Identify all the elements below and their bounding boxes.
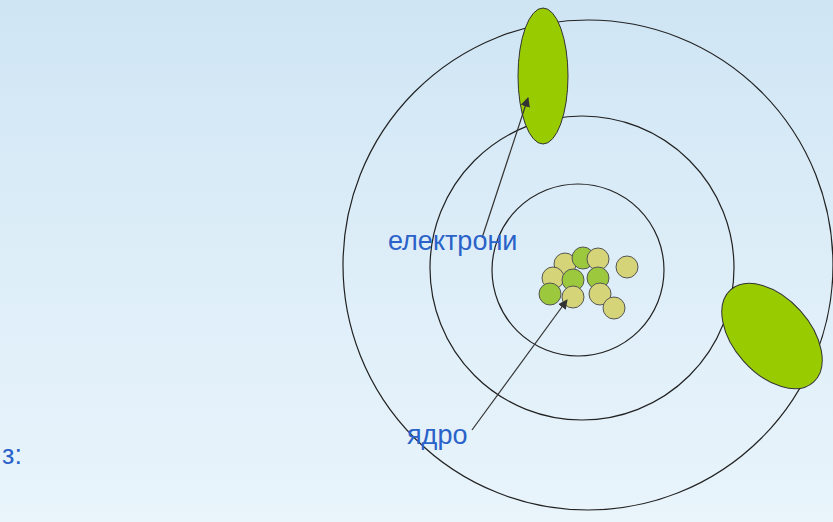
outer-orbit <box>343 20 833 510</box>
leader-line <box>472 300 567 430</box>
electron <box>518 8 568 144</box>
nucleus-label: ядро <box>407 420 467 451</box>
nucleus <box>539 247 638 319</box>
cut-text: з: <box>2 440 22 471</box>
electron <box>702 264 833 407</box>
inner-orbit <box>492 184 664 356</box>
leader-line <box>482 98 528 238</box>
electron-label: електрони <box>388 226 517 257</box>
middle-orbit <box>430 116 734 420</box>
